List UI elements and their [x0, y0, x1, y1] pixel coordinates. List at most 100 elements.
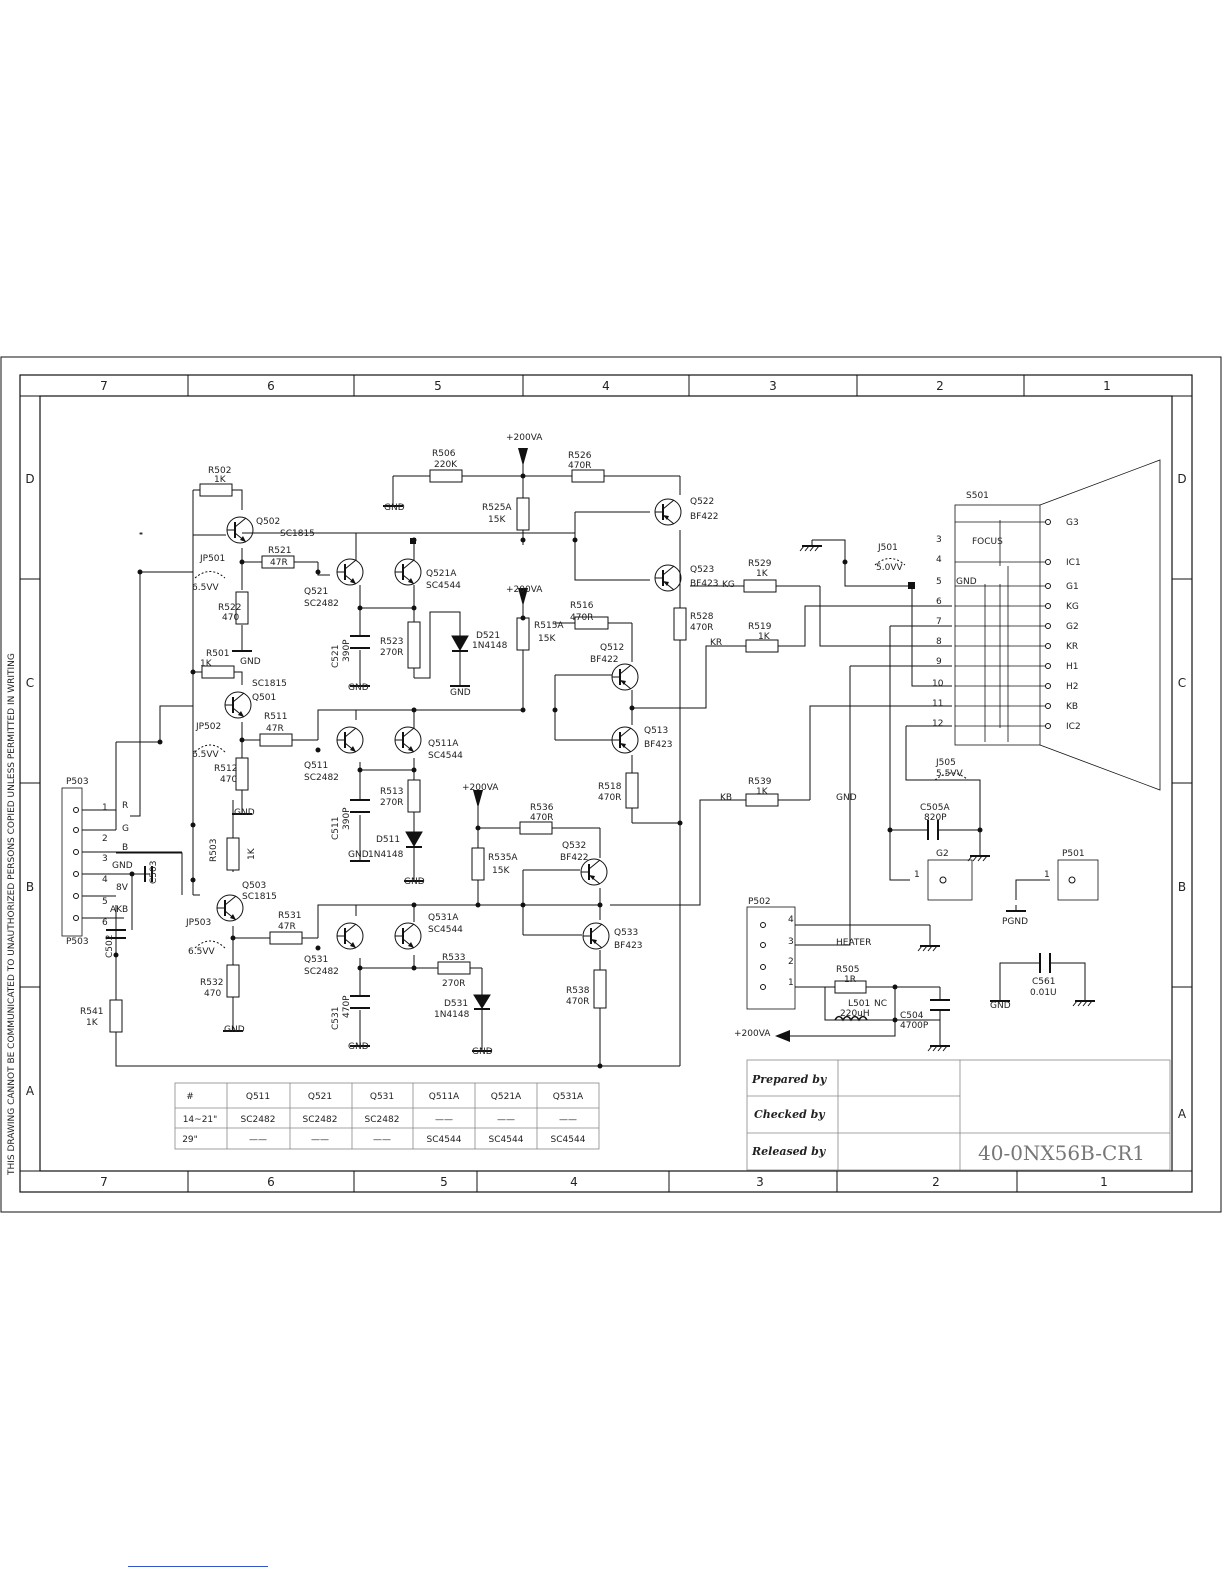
- label-nc: NC: [874, 999, 887, 1009]
- label-d521: D521: [476, 631, 500, 641]
- socket-pin-label: KG: [1066, 602, 1079, 612]
- label-q532: Q532: [562, 841, 586, 851]
- net-kg: KG: [722, 580, 735, 590]
- value-c521: 390P: [342, 639, 352, 662]
- value-r505: 1R: [844, 975, 856, 985]
- net-gnd: GND: [404, 877, 425, 887]
- value-r525a: 15K: [488, 515, 506, 525]
- net-200v: +200VA: [734, 1029, 771, 1039]
- table-cell: SC4544: [551, 1135, 586, 1145]
- label-c531: C531: [331, 1007, 341, 1030]
- label-q523: Q523: [690, 565, 714, 575]
- col-label: 6: [267, 379, 275, 393]
- net-r: R: [122, 801, 128, 811]
- label-q531a: Q531A: [428, 913, 459, 923]
- label-p501: P501: [1062, 849, 1085, 859]
- col-label: 7: [100, 1175, 108, 1189]
- label-r516: R516: [570, 601, 594, 611]
- value-c511: 390P: [342, 807, 352, 830]
- table-cell: SC4544: [427, 1135, 462, 1145]
- p503-pin: 3: [102, 854, 108, 864]
- table-cell: 14~21": [183, 1115, 218, 1125]
- net-gnd: GND: [836, 793, 857, 803]
- label-c511: C511: [331, 817, 341, 840]
- footer-link-underline[interactable]: [128, 1566, 268, 1567]
- col-label: 6: [267, 1175, 275, 1189]
- value-q512: BF422: [590, 655, 619, 665]
- p501-pin: 1: [1044, 870, 1050, 880]
- socket-pin-label: H1: [1066, 662, 1079, 672]
- row-label: B: [26, 880, 34, 894]
- label-jp502: JP502: [195, 722, 221, 732]
- net-g: G: [122, 824, 129, 834]
- value-d521: 1N4148: [472, 641, 508, 651]
- value-r501: 1K: [200, 659, 213, 669]
- row-label: A: [1178, 1107, 1187, 1121]
- table-header: Q531: [370, 1092, 394, 1102]
- connector-pin-dots: [73, 807, 1076, 990]
- value-jp503: 6.5VV: [188, 947, 215, 957]
- socket-pin-number: 10: [932, 679, 944, 689]
- value-r503: 1K: [247, 847, 257, 860]
- value-q511: SC2482: [304, 773, 339, 783]
- socket-pin-label: H2: [1066, 682, 1079, 692]
- value-j501: 5.0VV: [876, 563, 903, 573]
- col-label: 7: [100, 379, 108, 393]
- value-r538: 470R: [566, 997, 589, 1007]
- label-r502: R502: [208, 466, 231, 476]
- net-gnd: GND: [348, 1042, 369, 1052]
- p502-pin: 1: [788, 978, 794, 988]
- value-c505a: 820P: [924, 813, 947, 823]
- label-d531: D531: [444, 999, 468, 1009]
- p503-pin: 2: [102, 834, 108, 844]
- jumpers: [194, 558, 969, 949]
- capacitors: [106, 635, 1051, 1011]
- label-g2: G2: [936, 849, 949, 859]
- value-r516: 470R: [570, 613, 593, 623]
- net-200v: +200VA: [462, 783, 499, 793]
- label-jp501: JP501: [199, 554, 225, 564]
- table-cell: ——: [373, 1135, 391, 1145]
- value-q531a: SC4544: [428, 925, 463, 935]
- table-cell: SC2482: [365, 1115, 400, 1125]
- label-q521a: Q521A: [426, 569, 457, 579]
- row-label: D: [1177, 472, 1186, 486]
- label-q511: Q511: [304, 761, 328, 771]
- net-pgnd: PGND: [1002, 917, 1028, 927]
- prepared-by-label: Prepared by: [751, 1073, 828, 1086]
- label-d511: D511: [376, 835, 400, 845]
- p502-pin: 3: [788, 937, 794, 947]
- value-r506: 220K: [434, 460, 458, 470]
- value-r532: 470: [204, 989, 221, 999]
- net-kr: KR: [710, 638, 722, 648]
- table-cell: ——: [559, 1115, 577, 1125]
- net-gnd-p503: GND: [112, 861, 133, 871]
- col-label: 3: [756, 1175, 764, 1189]
- p503-pin: 6: [102, 918, 108, 928]
- value-r515a: 15K: [538, 634, 556, 644]
- row-label: D: [25, 472, 34, 486]
- label-j501: J501: [877, 543, 898, 553]
- label-r503: R503: [209, 839, 219, 862]
- label-c505a: C505A: [920, 803, 950, 813]
- value-r522: 470: [222, 613, 239, 623]
- drawing-number: 40-0NX56B-CR1: [978, 1141, 1145, 1165]
- table-cell: ——: [249, 1135, 267, 1145]
- col-label: 1: [1100, 1175, 1108, 1189]
- label-q512: Q512: [600, 643, 624, 653]
- inductor-l501: [834, 1015, 868, 1022]
- label-jp503: JP503: [185, 918, 211, 928]
- value-c561: 0.01U: [1030, 988, 1057, 998]
- net-8v: 8V: [116, 883, 129, 893]
- label-c521: C521: [331, 645, 341, 668]
- value-r519: 1K: [758, 632, 771, 642]
- table-cell: SC2482: [241, 1115, 276, 1125]
- label-q502: Q502: [256, 517, 280, 527]
- net-focus: FOCUS: [972, 537, 1003, 547]
- value-q503: SC1815: [242, 892, 277, 902]
- socket-pin-label: KR: [1066, 642, 1078, 652]
- value-q531: SC2482: [304, 967, 339, 977]
- p503-pin: 4: [102, 875, 108, 885]
- value-r523: 270R: [380, 648, 403, 658]
- label-r515a: R515A: [534, 621, 564, 631]
